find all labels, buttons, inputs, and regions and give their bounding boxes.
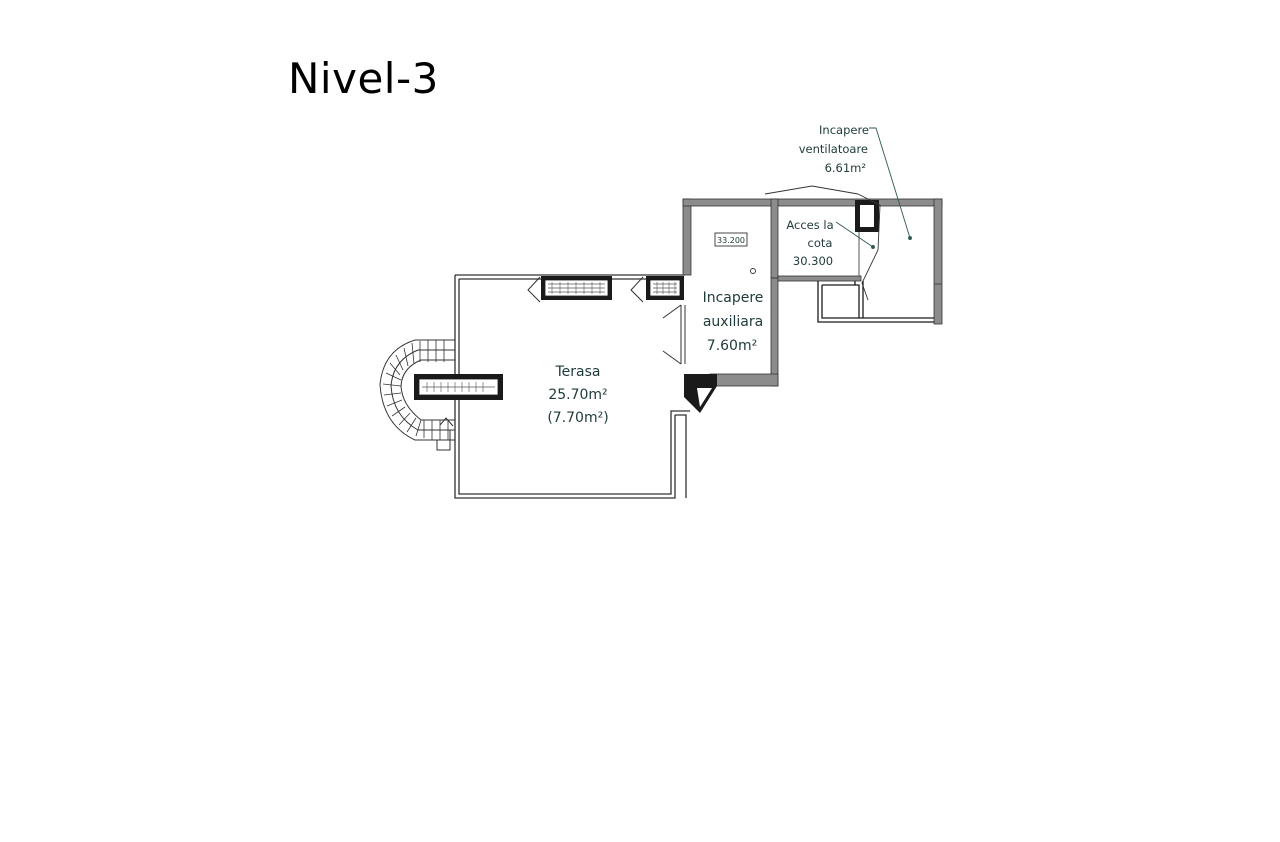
ventilatoare-area: 6.61m² xyxy=(825,161,866,175)
auxiliara-walls xyxy=(682,198,943,387)
terasa-top-fixture-1 xyxy=(541,276,612,300)
leader-lines xyxy=(835,127,912,249)
label-terasa: Terasa 25.70m² (7.70m²) xyxy=(547,364,608,426)
level-tag-text: 33.200 xyxy=(717,236,745,245)
terasa-door-marks xyxy=(527,276,644,303)
auxiliara-area: 7.60m² xyxy=(707,338,757,354)
shaft xyxy=(855,200,879,232)
level-tag: 33.200 xyxy=(714,232,748,247)
terasa-area: 25.70m² xyxy=(548,387,607,403)
acces-line-1: Acces la xyxy=(786,218,833,232)
marker-circle xyxy=(750,268,756,274)
roof-line xyxy=(764,185,881,301)
staircase xyxy=(379,339,455,451)
dark-corner-wall xyxy=(684,374,717,413)
ventilatoare-name-2: ventilatoare xyxy=(799,142,868,156)
terasa-name: Terasa xyxy=(555,364,601,380)
terasa-left-fixture xyxy=(414,374,503,400)
ventilatoare-walls xyxy=(817,209,942,323)
label-acces: Acces la cota 30.300 xyxy=(786,218,833,268)
auxiliara-name-2: auxiliara xyxy=(703,314,763,330)
label-auxiliara: Incapere auxiliara 7.60m² xyxy=(703,290,764,354)
acces-line-3: 30.300 xyxy=(793,254,833,268)
terasa-area-secondary: (7.70m²) xyxy=(547,410,608,426)
terasa-top-fixture-2 xyxy=(646,276,684,300)
acces-line-2: cota xyxy=(808,236,833,250)
plan-title: Nivel-3 xyxy=(288,54,439,103)
auxiliara-name-1: Incapere xyxy=(703,290,764,306)
label-ventilatoare: Incapere ventilatoare 6.61m² xyxy=(799,123,869,175)
terasa-side-door xyxy=(662,304,686,365)
ventilatoare-name-1: Incapere xyxy=(819,123,869,137)
